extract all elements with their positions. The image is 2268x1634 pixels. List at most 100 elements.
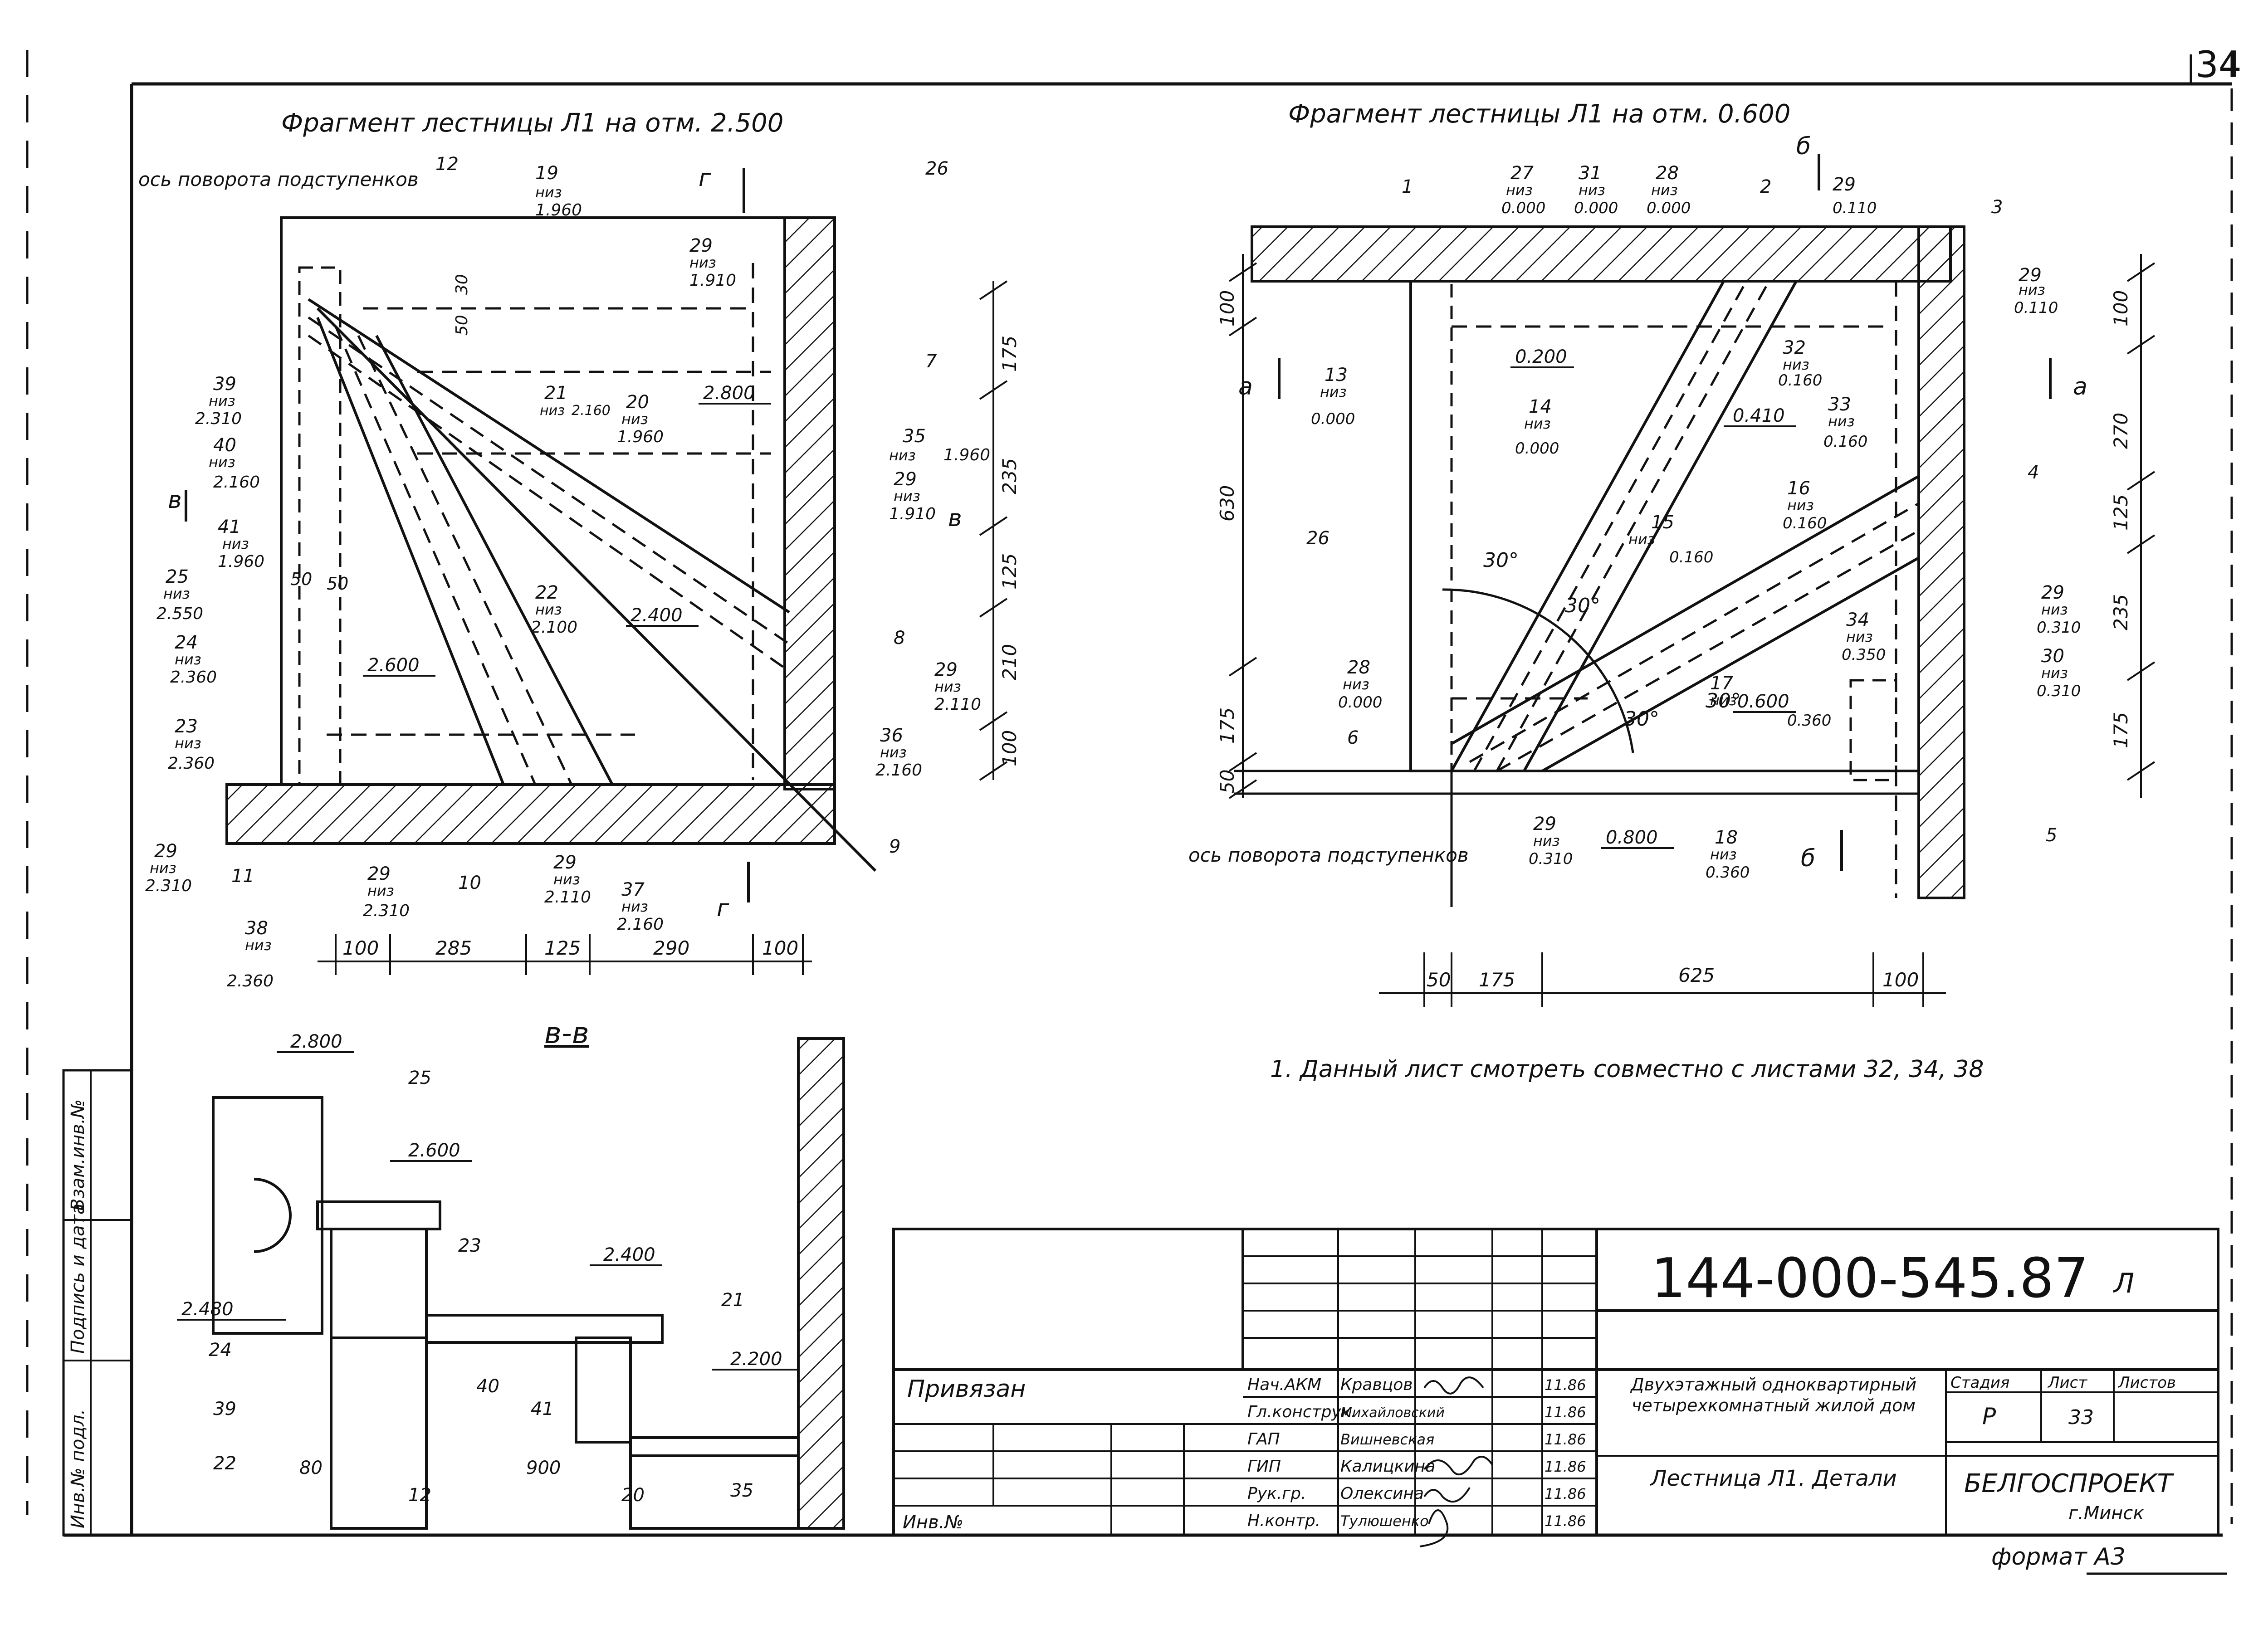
frag2500-callout-9-v: 1.960 <box>218 552 264 571</box>
frag0600-callout-0: 1 <box>1402 176 1413 197</box>
frag2500-callout-26-sub: низ <box>621 898 648 915</box>
frag0600-level-0: 0.200 <box>1515 346 1567 367</box>
frag0600-dim-left-1: 630 <box>1216 485 1238 522</box>
frag0600-callout-22-sub: низ <box>1533 832 1560 849</box>
frag2500-dim-left-0: 50 <box>290 569 312 589</box>
frag2500-dim-bottom-0: 100 <box>342 937 379 959</box>
frag0600-callout-5-v: 0.110 <box>1833 199 1877 217</box>
frag2500-callout-3: 29 <box>689 235 713 256</box>
frag2500-callout-10-sub: низ <box>163 585 190 602</box>
frag2500-callout-15-v: 2.100 <box>531 618 577 637</box>
frag0600-callout-11-v: 0.160 <box>1823 433 1867 451</box>
frag2500-callout-9: 41 <box>218 517 241 537</box>
section-vv-dim-1: 900 <box>526 1458 561 1478</box>
frag0600-callout-19-sub: низ <box>1343 676 1369 693</box>
frag2500-callout-8: 40 <box>213 435 236 456</box>
frag0600-callout-11-sub: низ <box>1828 413 1855 430</box>
sheet-designation: 144-000-545.87 <box>1651 1247 2089 1310</box>
frag0600-callout-1-v: 0.000 <box>1501 199 1545 217</box>
frag2500-callout-8-sub: низ <box>209 454 235 471</box>
frag0600-callout-8-v: 0.000 <box>1311 410 1355 428</box>
fragment-0600-plan: Фрагмент лестницы Л1 на отм. 0.600 ось п… <box>1188 99 2156 1007</box>
frag0600-callout-5: 29 <box>1833 174 1856 195</box>
frag0600-callout-20: 6 <box>1347 727 1359 748</box>
frag0600-callout-12: 4 <box>2028 462 2039 483</box>
section-vv-callout-8: 12 <box>408 1485 431 1506</box>
frag0600-callout-15-v: 0.160 <box>1783 514 1827 532</box>
frag0600-callout-14-sub: низ <box>1628 531 1655 548</box>
frag0600-callout-4: 2 <box>1760 176 1771 197</box>
frag2500-callout-24: 10 <box>458 873 481 893</box>
frag2500-callout-9-sub: низ <box>222 535 249 552</box>
tb-sheet-header: Лист <box>2047 1374 2087 1392</box>
fragment-0600-turn-axis: ось поворота подступенков <box>1188 844 1469 866</box>
frag2500-dim-bottom-2: 125 <box>544 937 581 959</box>
frag0600-callout-21-sub: низ <box>1710 692 1737 709</box>
frag2500-callout-18-sub: низ <box>880 744 907 761</box>
frag0600-callout-10-v: 0.160 <box>1778 371 1822 390</box>
frag0600-callout-7-v: 0.110 <box>2014 299 2058 317</box>
section-vv-title: в-в <box>544 1017 589 1050</box>
sheet-format: формат А3 <box>1991 1543 2126 1571</box>
frag2500-callout-10: 25 <box>166 566 189 587</box>
frag2500-callout-17-v: 2.110 <box>934 695 981 714</box>
frag2500-dim-inner-1: 50 <box>453 315 471 336</box>
tb-stage-header: Стадия <box>1950 1374 2009 1392</box>
frag2500-callout-7-sub: низ <box>209 392 235 410</box>
frag2500-callout-17-sub: низ <box>934 678 961 695</box>
section-mark-b-bottom: б <box>1801 845 1815 872</box>
tb-role-1: Гл.конструк. <box>1247 1403 1356 1421</box>
frag2500-callout-25-sub: низ <box>553 871 580 888</box>
frag2500-callout-18-v: 2.160 <box>875 761 922 780</box>
section-vv-callout-7: 41 <box>531 1399 554 1419</box>
frag0600-callout-17-sub: низ <box>2041 664 2068 682</box>
frag0600-callout-23-v: 0.360 <box>1706 863 1750 882</box>
frag2500-callout-3-v: 1.910 <box>689 271 736 290</box>
frag2500-callout-26-v: 2.160 <box>617 915 664 934</box>
sheet-corner-number: 34 <box>2195 44 2242 86</box>
frag2500-callout-25-v: 2.110 <box>544 888 591 907</box>
frag2500-callout-14: 20 <box>626 392 649 413</box>
frag0600-callout-21: 17 <box>1710 673 1733 694</box>
frag2500-callout-15-sub: низ <box>535 601 562 618</box>
frag2500-callout-11-sub: низ <box>175 651 201 668</box>
tb-date-2: 11.86 <box>1545 1431 1586 1448</box>
frag0600-angle-1: 30° <box>1565 594 1600 617</box>
frag0600-callout-9-sub: низ <box>1524 415 1551 432</box>
tb-role-4: Рук.гр. <box>1247 1484 1306 1503</box>
sheet-designation-suffix: Л <box>2113 1268 2134 1299</box>
frag2500-callout-7-v: 2.310 <box>195 410 242 428</box>
section-vv-callout-0: 25 <box>408 1068 431 1088</box>
frag0600-callout-3-v: 0.000 <box>1647 199 1691 217</box>
section-vv-level-0: 2.800 <box>290 1031 342 1052</box>
frag2500-dim-right-0: 175 <box>998 336 1021 372</box>
tb-name-4: Олексина <box>1340 1484 1424 1503</box>
frag0600-callout-11: 33 <box>1828 394 1851 415</box>
frag2500-callout-3-sub: низ <box>689 254 716 271</box>
frag0600-callout-15-sub: низ <box>1787 497 1814 514</box>
section-vv-callout-2: 21 <box>721 1290 744 1311</box>
frag0600-callout-13: 26 <box>1306 528 1330 549</box>
frag2500-dim-right-1: 235 <box>998 458 1021 494</box>
tb-city: г.Минск <box>2068 1503 2144 1524</box>
frag2500-callout-17: 29 <box>934 659 958 680</box>
frag2500-dim-right-4: 100 <box>998 730 1021 766</box>
section-vv-callout-6: 22 <box>213 1453 236 1474</box>
frag2500-callout-22-v: 2.360 <box>227 972 274 990</box>
frag0600-angle-0: 30° <box>1483 549 1519 572</box>
frag2500-callout-13: 21 <box>544 383 567 404</box>
frag2500-level-2: 2.400 <box>631 605 683 626</box>
wall-right <box>783 216 836 790</box>
wall-top <box>1251 225 1952 283</box>
frag2500-callout-11-v: 2.360 <box>170 668 217 687</box>
section-vv-callout-1: 23 <box>458 1235 481 1256</box>
tb-sheet-no: 33 <box>2068 1406 2094 1429</box>
frag2500-dim-inner-0: 30 <box>453 274 471 295</box>
tb-name-1: Михайловский <box>1340 1405 1445 1421</box>
frag0600-dim-right-2: 125 <box>2110 494 2132 531</box>
frag0600-dim-left-2: 175 <box>1216 707 1238 744</box>
fragment-2500-turn-axis: ось поворота подступенков <box>138 168 419 190</box>
frag0600-callout-6: 3 <box>1991 197 2003 218</box>
frag2500-callout-6: 29 <box>894 469 917 490</box>
